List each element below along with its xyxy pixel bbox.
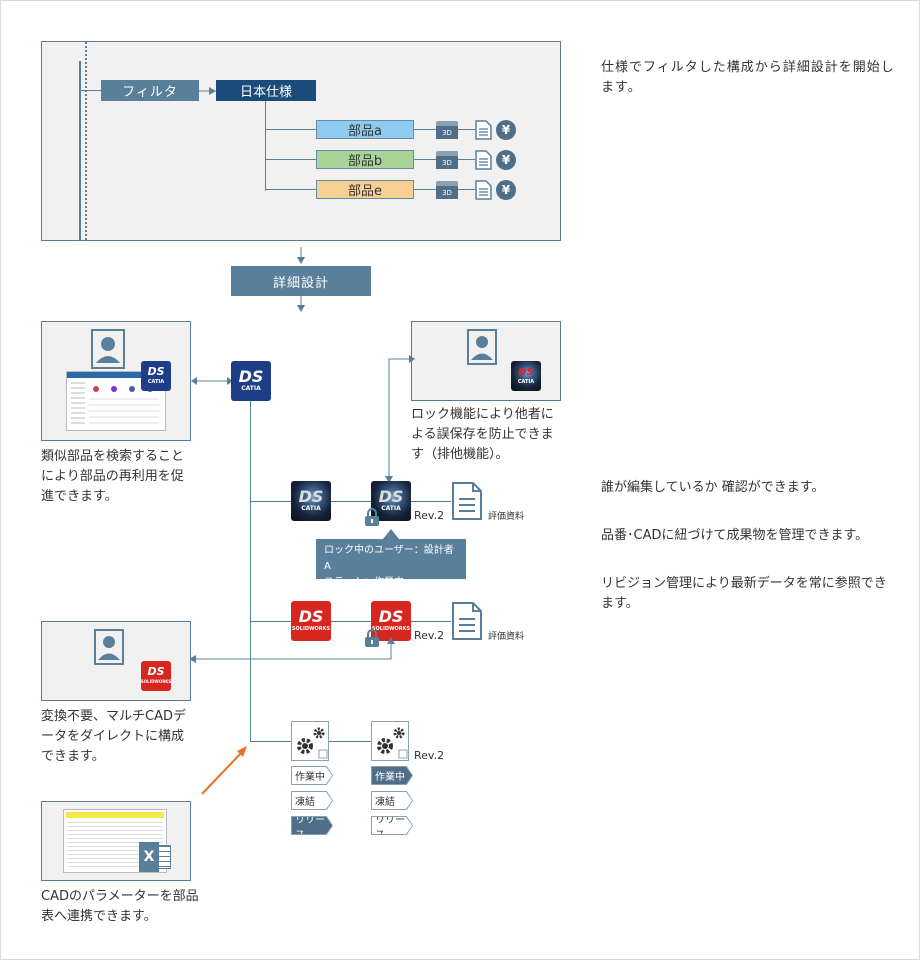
orange-link-arrow [201, 746, 247, 795]
tree-trunk [250, 401, 251, 741]
filter-button[interactable]: フィルタ [101, 80, 199, 101]
bidirectional-arrow-lock [385, 355, 415, 483]
document-icon[interactable] [475, 120, 492, 140]
tooltip-state: ステート：作業中 [324, 577, 404, 588]
yen-cost-icon[interactable]: ¥ [496, 150, 516, 170]
yen-cost-icon[interactable]: ¥ [496, 120, 516, 140]
connector-spec-vertical [265, 101, 266, 191]
connector-sw-doc [411, 621, 451, 622]
connector-part-a [265, 129, 317, 130]
connector-part-files [414, 189, 436, 190]
deliverable-mgmt-note: 品番･CADに紐づけて成果物を管理できます。 [601, 528, 869, 543]
connector-catia-rev [331, 501, 371, 502]
generated-revision-label: Rev.2 [414, 749, 445, 762]
gears-icon [297, 727, 328, 759]
yen-cost-icon[interactable]: ¥ [496, 180, 516, 200]
lock-feature-note: ロック機能により他者による誤保存を防止できます（排他機能）。 [411, 407, 554, 462]
multicad-note: 変換不要、マルチCADデータをダイレクトに構成できます。 [41, 709, 186, 764]
bidirectional-arrow-multicad [189, 637, 395, 663]
connector-part-e [265, 189, 317, 190]
connector-3d-doc [458, 159, 475, 160]
bidirectional-arrow-similar [191, 377, 233, 385]
document-icon[interactable] [451, 601, 483, 641]
generated-file-rev1[interactable] [291, 721, 329, 761]
connector-sw-rev [331, 621, 371, 622]
document-icon[interactable] [475, 150, 492, 170]
filter-intro-note: 仕様でフィルタした構成から詳細設計を開始します。 [601, 60, 895, 95]
catia-logo-lock-panel: DS CATIA [511, 361, 541, 391]
cad-3d-icon[interactable]: 3D [436, 151, 458, 169]
cad-3d-badge: 3D [436, 156, 458, 169]
catia-file-rev2[interactable]: DS CATIA [371, 481, 411, 521]
document-label-catia: 評価資料 [488, 512, 525, 522]
connector-catia-doc [411, 501, 451, 502]
catia-file-rev1[interactable]: DS CATIA [291, 481, 331, 521]
connector-3d-doc [458, 129, 475, 130]
solidworks-file-rev1[interactable]: DS SOLIDWORKS [291, 601, 331, 641]
cad-3d-badge: 3D [436, 126, 458, 139]
revision-mgmt-note: リビジョン管理により最新データを常に参照できます。 [601, 576, 887, 611]
solidworks-file-rev2[interactable]: DS SOLIDWORKS [371, 601, 411, 641]
detail-design-button[interactable]: 詳細設計 [231, 266, 371, 296]
gears-icon [377, 727, 408, 759]
part-box[interactable]: 部品a [316, 120, 414, 139]
connector-part-b [265, 159, 317, 160]
user-avatar-icon [94, 629, 124, 665]
excel-logo: X [139, 842, 173, 872]
state-tag-working[interactable]: 作業中 [372, 767, 412, 784]
spec-filter-panel [41, 41, 561, 241]
arrow-down-from-detail [297, 296, 305, 312]
connector-part-files [414, 159, 436, 160]
tree-branch-gear [250, 741, 292, 742]
bom-param-note: CADのパラメーターを部品表へ連携できます。 [41, 889, 199, 924]
part-box[interactable]: 部品b [316, 150, 414, 169]
cad-3d-icon[interactable]: 3D [436, 181, 458, 199]
connector-gear-rev [329, 741, 371, 742]
state-tag-released[interactable]: リリース [372, 817, 412, 834]
lock-status-tooltip: ロック中のユーザー：設計者A ステート：作業中 [316, 539, 466, 588]
generated-file-rev2[interactable] [371, 721, 409, 761]
arrow-down-to-detail [297, 247, 305, 264]
connector-3d-doc [458, 189, 475, 190]
solidworks-logo-small: DS SOLIDWORKS [141, 661, 171, 691]
panel-dotted-divider [85, 42, 87, 240]
connector-main-vertical [79, 61, 81, 241]
lock-icon [365, 508, 379, 526]
spec-box-japan[interactable]: 日本仕様 [216, 80, 316, 101]
state-tag-working[interactable]: 作業中 [292, 767, 332, 784]
state-tag-frozen[interactable]: 凍結 [292, 792, 332, 809]
catia-logo-small: DS CATIA [141, 361, 171, 391]
cad-3d-badge: 3D [436, 186, 458, 199]
editor-check-note: 誰が編集しているか 確認ができます。 [601, 480, 825, 495]
state-tag-released[interactable]: リリース [292, 817, 332, 834]
tooltip-pointer [383, 529, 399, 539]
similar-search-note: 類似部品を検索することにより部品の再利用を促進できます。 [41, 449, 185, 504]
document-icon[interactable] [475, 180, 492, 200]
cad-3d-icon[interactable]: 3D [436, 121, 458, 139]
solidworks-revision-label: Rev.2 [414, 629, 445, 642]
tooltip-locked-user: ロック中のユーザー：設計者A [324, 545, 454, 572]
document-icon[interactable] [451, 481, 483, 521]
user-avatar-icon [91, 329, 125, 369]
tree-branch-catia [250, 501, 292, 502]
catia-revision-label: Rev.2 [414, 509, 445, 522]
state-tag-frozen[interactable]: 凍結 [372, 792, 412, 809]
user-avatar-icon [467, 329, 497, 365]
tree-branch-solidworks [250, 621, 292, 622]
part-box[interactable]: 部品e [316, 180, 414, 199]
connector-part-files [414, 129, 436, 130]
catia-logo-main[interactable]: DS CATIA [231, 361, 271, 401]
excel-x-icon: X [139, 842, 159, 872]
arrow-to-spec [199, 87, 216, 95]
document-label-solidworks: 評価資料 [488, 632, 525, 642]
connector-to-filter [81, 90, 101, 91]
lock-icon [365, 629, 379, 647]
